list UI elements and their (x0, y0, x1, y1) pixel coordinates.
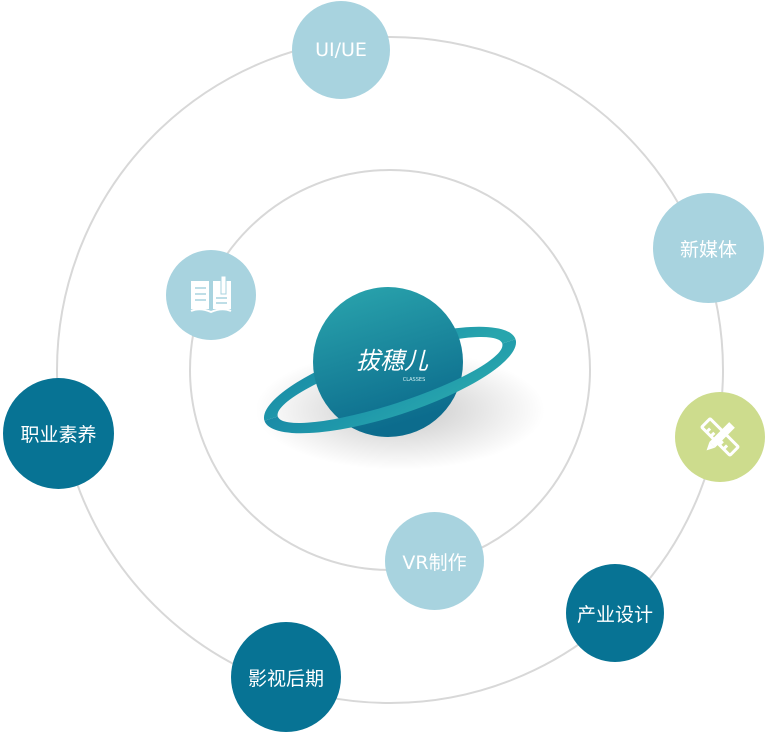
node-uiue[interactable]: UI/UE (292, 1, 390, 99)
node-label: UI/UE (315, 39, 367, 61)
open-book-icon (190, 275, 232, 314)
node-label: VR制作 (402, 551, 467, 574)
node-label: 产业设计 (576, 603, 653, 626)
outer-orbit (56, 36, 724, 704)
node-design-tools[interactable] (675, 392, 765, 482)
node-label: 职业素养 (20, 424, 97, 446)
node-vr[interactable]: VR制作 (385, 512, 484, 610)
node-industrial-design[interactable]: 产业设计 (566, 564, 664, 662)
pencil-ruler-icon (700, 417, 740, 457)
logo-text: 拔穗儿 (356, 347, 429, 375)
planet-ring-front (264, 339, 517, 434)
node-professional-quality[interactable]: 职业素养 (3, 378, 114, 489)
logo-subtext: CLASSES (403, 377, 426, 383)
node-film-post[interactable]: 影视后期 (231, 622, 341, 732)
node-courses[interactable] (166, 250, 256, 340)
node-label: 新媒体 (679, 238, 737, 261)
node-label: 影视后期 (247, 667, 324, 690)
node-new-media[interactable]: 新媒体 (653, 193, 764, 303)
